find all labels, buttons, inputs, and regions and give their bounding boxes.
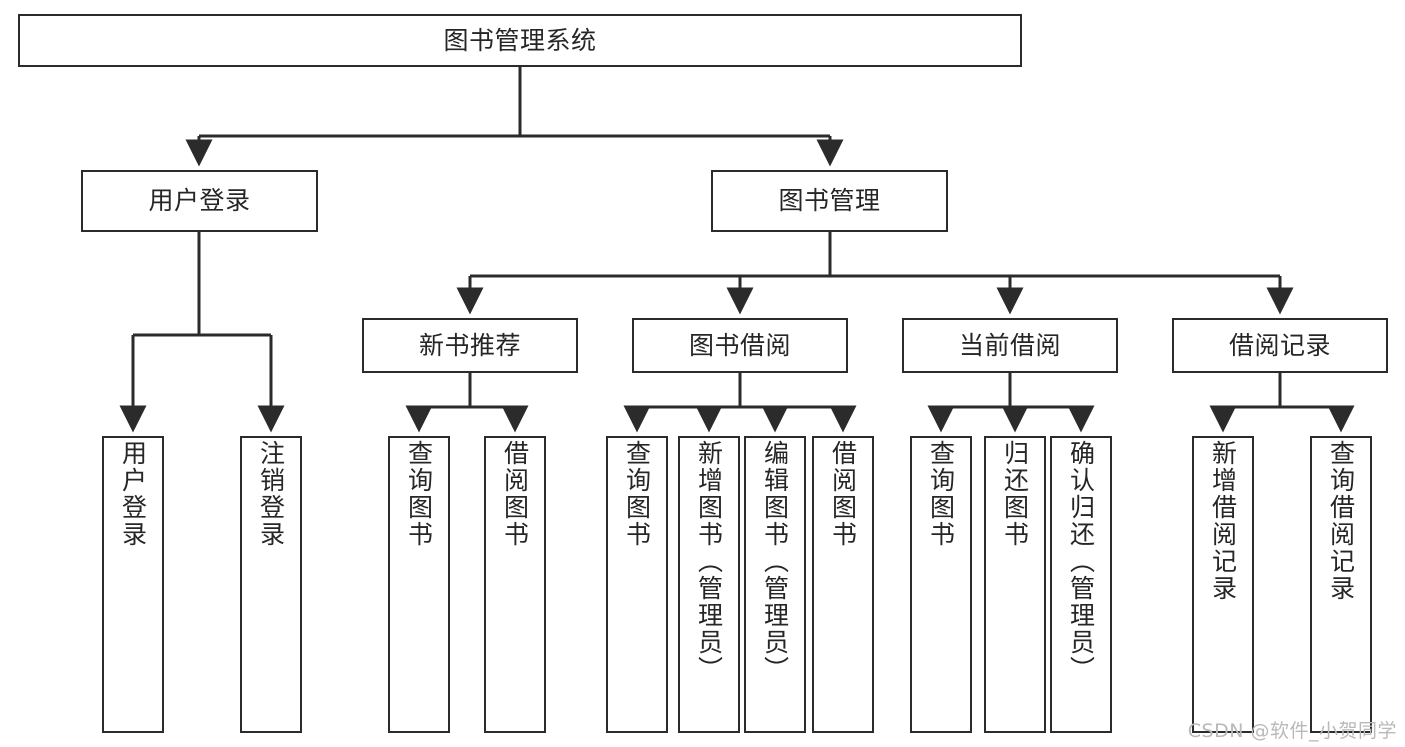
node-leaf-confirm-return-admin-label: 确认归还（管理员） <box>1066 440 1096 683</box>
node-user-login-label: 用户登录 <box>148 186 251 216</box>
node-leaf-borrow-book-1-label: 借阅图书 <box>500 440 530 548</box>
connector-newbook-to-leaves <box>405 373 529 433</box>
node-leaf-edit-book-admin-label: 编辑图书（管理员） <box>760 440 790 683</box>
node-leaf-query-book-1[interactable]: 查询图书 <box>388 436 450 733</box>
node-leaf-add-borrow-record[interactable]: 新增借阅记录 <box>1192 436 1254 733</box>
node-root-label: 图书管理系统 <box>443 25 597 55</box>
node-leaf-user-logout-label: 注销登录 <box>256 440 286 548</box>
node-borrow-record-label: 借阅记录 <box>1228 330 1331 360</box>
node-book-borrow-label: 图书借阅 <box>688 330 791 360</box>
node-leaf-user-logout[interactable]: 注销登录 <box>240 436 302 733</box>
node-book-borrow[interactable]: 图书借阅 <box>632 318 848 373</box>
node-user-login[interactable]: 用户登录 <box>81 170 318 232</box>
node-leaf-user-login[interactable]: 用户登录 <box>102 436 164 733</box>
node-leaf-return-book[interactable]: 归还图书 <box>984 436 1046 733</box>
node-new-book-recommend[interactable]: 新书推荐 <box>362 318 578 373</box>
node-new-book-recommend-label: 新书推荐 <box>418 330 521 360</box>
node-leaf-borrow-book-1[interactable]: 借阅图书 <box>484 436 546 733</box>
node-leaf-query-book-1-label: 查询图书 <box>404 440 434 548</box>
node-leaf-return-book-label: 归还图书 <box>1000 440 1030 548</box>
node-leaf-confirm-return-admin[interactable]: 确认归还（管理员） <box>1050 436 1112 733</box>
node-book-management-label: 图书管理 <box>778 186 881 216</box>
node-leaf-query-borrow-record-label: 查询借阅记录 <box>1326 440 1356 602</box>
node-leaf-edit-book-admin[interactable]: 编辑图书（管理员） <box>744 436 806 733</box>
connector-currentborrow-to-leaves <box>927 373 1095 433</box>
connector-userlogin-to-leaves <box>119 232 285 433</box>
node-book-management[interactable]: 图书管理 <box>711 170 948 232</box>
node-leaf-query-borrow-record[interactable]: 查询借阅记录 <box>1310 436 1372 733</box>
node-leaf-add-book-admin[interactable]: 新增图书（管理员） <box>678 436 740 733</box>
node-leaf-query-book-3[interactable]: 查询图书 <box>910 436 972 733</box>
node-leaf-add-borrow-record-label: 新增借阅记录 <box>1208 440 1238 602</box>
node-leaf-query-book-2[interactable]: 查询图书 <box>606 436 668 733</box>
connector-root-to-level2 <box>185 67 844 167</box>
node-borrow-record[interactable]: 借阅记录 <box>1172 318 1388 373</box>
node-leaf-add-book-admin-label: 新增图书（管理员） <box>694 440 724 683</box>
node-leaf-borrow-book-2[interactable]: 借阅图书 <box>812 436 874 733</box>
connector-borrowrecord-to-leaves <box>1209 373 1355 433</box>
node-leaf-borrow-book-2-label: 借阅图书 <box>828 440 858 548</box>
node-current-borrow-label: 当前借阅 <box>958 330 1061 360</box>
connector-bookmgmt-to-level3 <box>456 232 1294 315</box>
node-leaf-user-login-label: 用户登录 <box>118 440 148 548</box>
node-current-borrow[interactable]: 当前借阅 <box>902 318 1118 373</box>
node-leaf-query-book-2-label: 查询图书 <box>622 440 652 548</box>
connector-bookborrow-to-leaves <box>623 373 857 433</box>
node-leaf-query-book-3-label: 查询图书 <box>926 440 956 548</box>
node-root[interactable]: 图书管理系统 <box>18 14 1022 67</box>
